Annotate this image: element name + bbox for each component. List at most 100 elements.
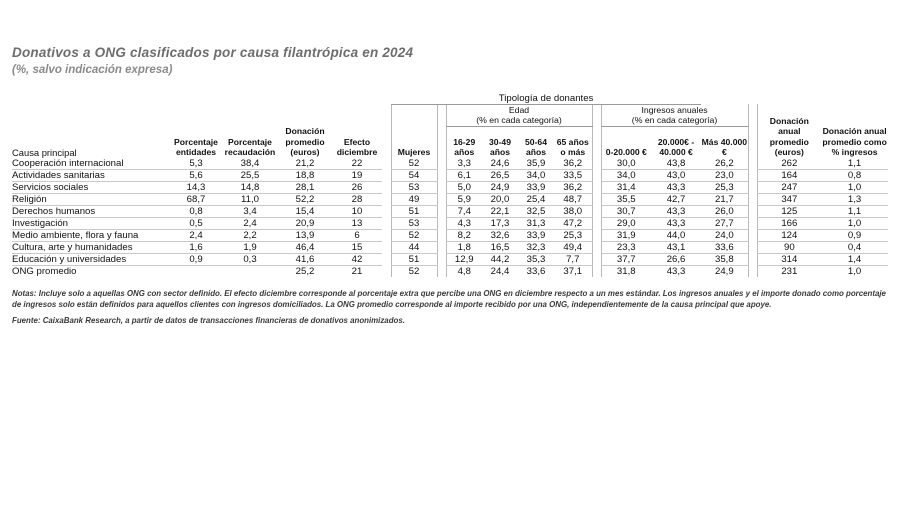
- title-block: Donativos a ONG clasificados por causa f…: [12, 0, 888, 79]
- header-ingresos-0-20: 0-20.000 €: [600, 126, 651, 158]
- header-ingresos-mas-40: Más 40.000 €: [701, 126, 749, 158]
- column-gap: [748, 205, 757, 217]
- cell-pct-entidades: 5,3: [170, 157, 222, 170]
- cell-edad-30-49: 24,4: [482, 264, 518, 277]
- column-gap: [382, 205, 391, 217]
- cell-ing-mas-40: 21,7: [701, 193, 749, 206]
- cell-edad-30-49: 16,5: [482, 241, 518, 254]
- column-gap: [437, 253, 446, 265]
- data-table: Tipología de donantes Mujeres Edad (% en…: [12, 92, 889, 277]
- cell-mujeres: 52: [390, 229, 438, 242]
- cell-ing-0-20: 30,0: [600, 157, 651, 170]
- column-gap: [748, 158, 757, 170]
- cell-don-anual-promedio: 124: [756, 229, 822, 242]
- cell-edad-65: 38,0: [554, 205, 593, 218]
- cell-edad-65: 48,7: [554, 193, 593, 206]
- column-gap: [748, 181, 757, 193]
- cell-edad-16-29: 3,3: [445, 157, 482, 170]
- cell-donacion-promedio: 13,9: [278, 229, 332, 242]
- row-label: Cooperación internacional: [12, 157, 170, 170]
- column-gap: [437, 181, 446, 193]
- cell-ing-20-40: 43,3: [651, 181, 702, 194]
- cell-pct-recaudacion: 3,4: [222, 205, 278, 218]
- column-gap: [592, 158, 601, 170]
- cell-edad-30-49: 24,6: [482, 157, 518, 170]
- source-label: Fuente:: [12, 316, 41, 326]
- notes-text: Incluye solo a aquellas ONG con sector d…: [12, 288, 886, 310]
- row-label: Cultura, arte y humanidades: [12, 241, 170, 254]
- cell-ing-mas-40: 26,0: [701, 205, 749, 218]
- column-gap: [748, 265, 757, 277]
- header-donacion-promedio: Donación promedio (euros): [285, 126, 325, 158]
- column-gap: [382, 193, 391, 205]
- column-gap: [748, 241, 757, 253]
- column-gap: [382, 169, 391, 181]
- header-group-ingresos: Ingresos anuales (% en cada categoría): [600, 104, 749, 127]
- page-title: Donativos a ONG clasificados por causa f…: [12, 45, 414, 60]
- cell-mujeres: 51: [390, 253, 438, 266]
- cell-ing-mas-40: 33,6: [701, 241, 749, 254]
- cell-efecto-diciembre: 42: [332, 253, 382, 266]
- cell-mujeres: 49: [390, 193, 438, 206]
- column-gap: [437, 205, 446, 217]
- cell-donacion-promedio: 21,2: [278, 157, 332, 170]
- cell-edad-30-49: 32,6: [482, 229, 518, 242]
- cell-edad-65: 37,1: [554, 264, 593, 277]
- cell-edad-65: 36,2: [554, 181, 593, 194]
- cell-edad-16-29: 5,9: [445, 193, 482, 206]
- cell-don-anual-promedio: 125: [756, 205, 822, 218]
- column-gap: [437, 229, 446, 241]
- cell-mujeres: 52: [390, 264, 438, 277]
- cell-ing-mas-40: 26,2: [701, 157, 749, 170]
- cell-pct-recaudacion: 14,8: [222, 181, 278, 194]
- cell-pct-entidades: 68,7: [170, 193, 222, 206]
- cell-don-anual-pct: 0,4: [821, 241, 889, 254]
- cell-pct-entidades: 0,5: [170, 217, 222, 230]
- header-row-columns: Causa principal Porcentaje entidades Por…: [12, 126, 888, 158]
- cell-edad-16-29: 7,4: [445, 205, 482, 218]
- source-text: CaixaBank Research, a partir de datos de…: [42, 316, 405, 326]
- column-gap: [382, 265, 391, 277]
- column-gap: [748, 169, 757, 181]
- cell-pct-recaudacion: 0,3: [222, 253, 278, 266]
- column-gap: [382, 241, 391, 253]
- cell-ing-mas-40: 27,7: [701, 217, 749, 230]
- column-gap: [748, 193, 757, 205]
- cell-edad-50-64: 25,4: [518, 193, 554, 206]
- cell-edad-30-49: 22,1: [482, 205, 518, 218]
- cell-ing-20-40: 43,3: [651, 217, 702, 230]
- cell-ing-0-20: 34,0: [600, 169, 651, 182]
- cell-pct-recaudacion: 25,5: [222, 169, 278, 182]
- cell-ing-20-40: 42,7: [651, 193, 702, 206]
- cell-ing-0-20: 23,3: [600, 241, 651, 254]
- cell-ing-0-20: 31,4: [600, 181, 651, 194]
- cell-pct-entidades: 5,6: [170, 169, 222, 182]
- cell-efecto-diciembre: 15: [332, 241, 382, 254]
- cell-don-anual-pct: 0,8: [821, 169, 889, 182]
- cell-edad-50-64: 33,6: [518, 264, 554, 277]
- column-gap: [592, 193, 601, 205]
- cell-ing-20-40: 43,3: [651, 264, 702, 277]
- column-gap: [437, 169, 446, 181]
- row-label: Actividades sanitarias: [12, 169, 170, 182]
- cell-efecto-diciembre: 13: [332, 217, 382, 230]
- column-gap: [592, 169, 601, 181]
- cell-mujeres: 53: [390, 217, 438, 230]
- header-group-edad-sub: (% en cada categoría): [476, 115, 562, 126]
- cell-pct-entidades: 0,8: [170, 205, 222, 218]
- column-gap: [748, 217, 757, 229]
- cell-edad-16-29: 5,0: [445, 181, 482, 194]
- row-label: Investigación: [12, 217, 170, 230]
- cell-edad-65: 49,4: [554, 241, 593, 254]
- cell-ing-20-40: 43,1: [651, 241, 702, 254]
- cell-edad-50-64: 35,3: [518, 253, 554, 266]
- header-donacion-anual-promedio: Donación anual promedio (euros): [756, 104, 822, 158]
- column-gap: [592, 265, 601, 277]
- column-gap: [592, 217, 601, 229]
- cell-pct-recaudacion: 2,2: [222, 229, 278, 242]
- cell-edad-50-64: 33,9: [518, 181, 554, 194]
- cell-donacion-promedio: 52,2: [278, 193, 332, 206]
